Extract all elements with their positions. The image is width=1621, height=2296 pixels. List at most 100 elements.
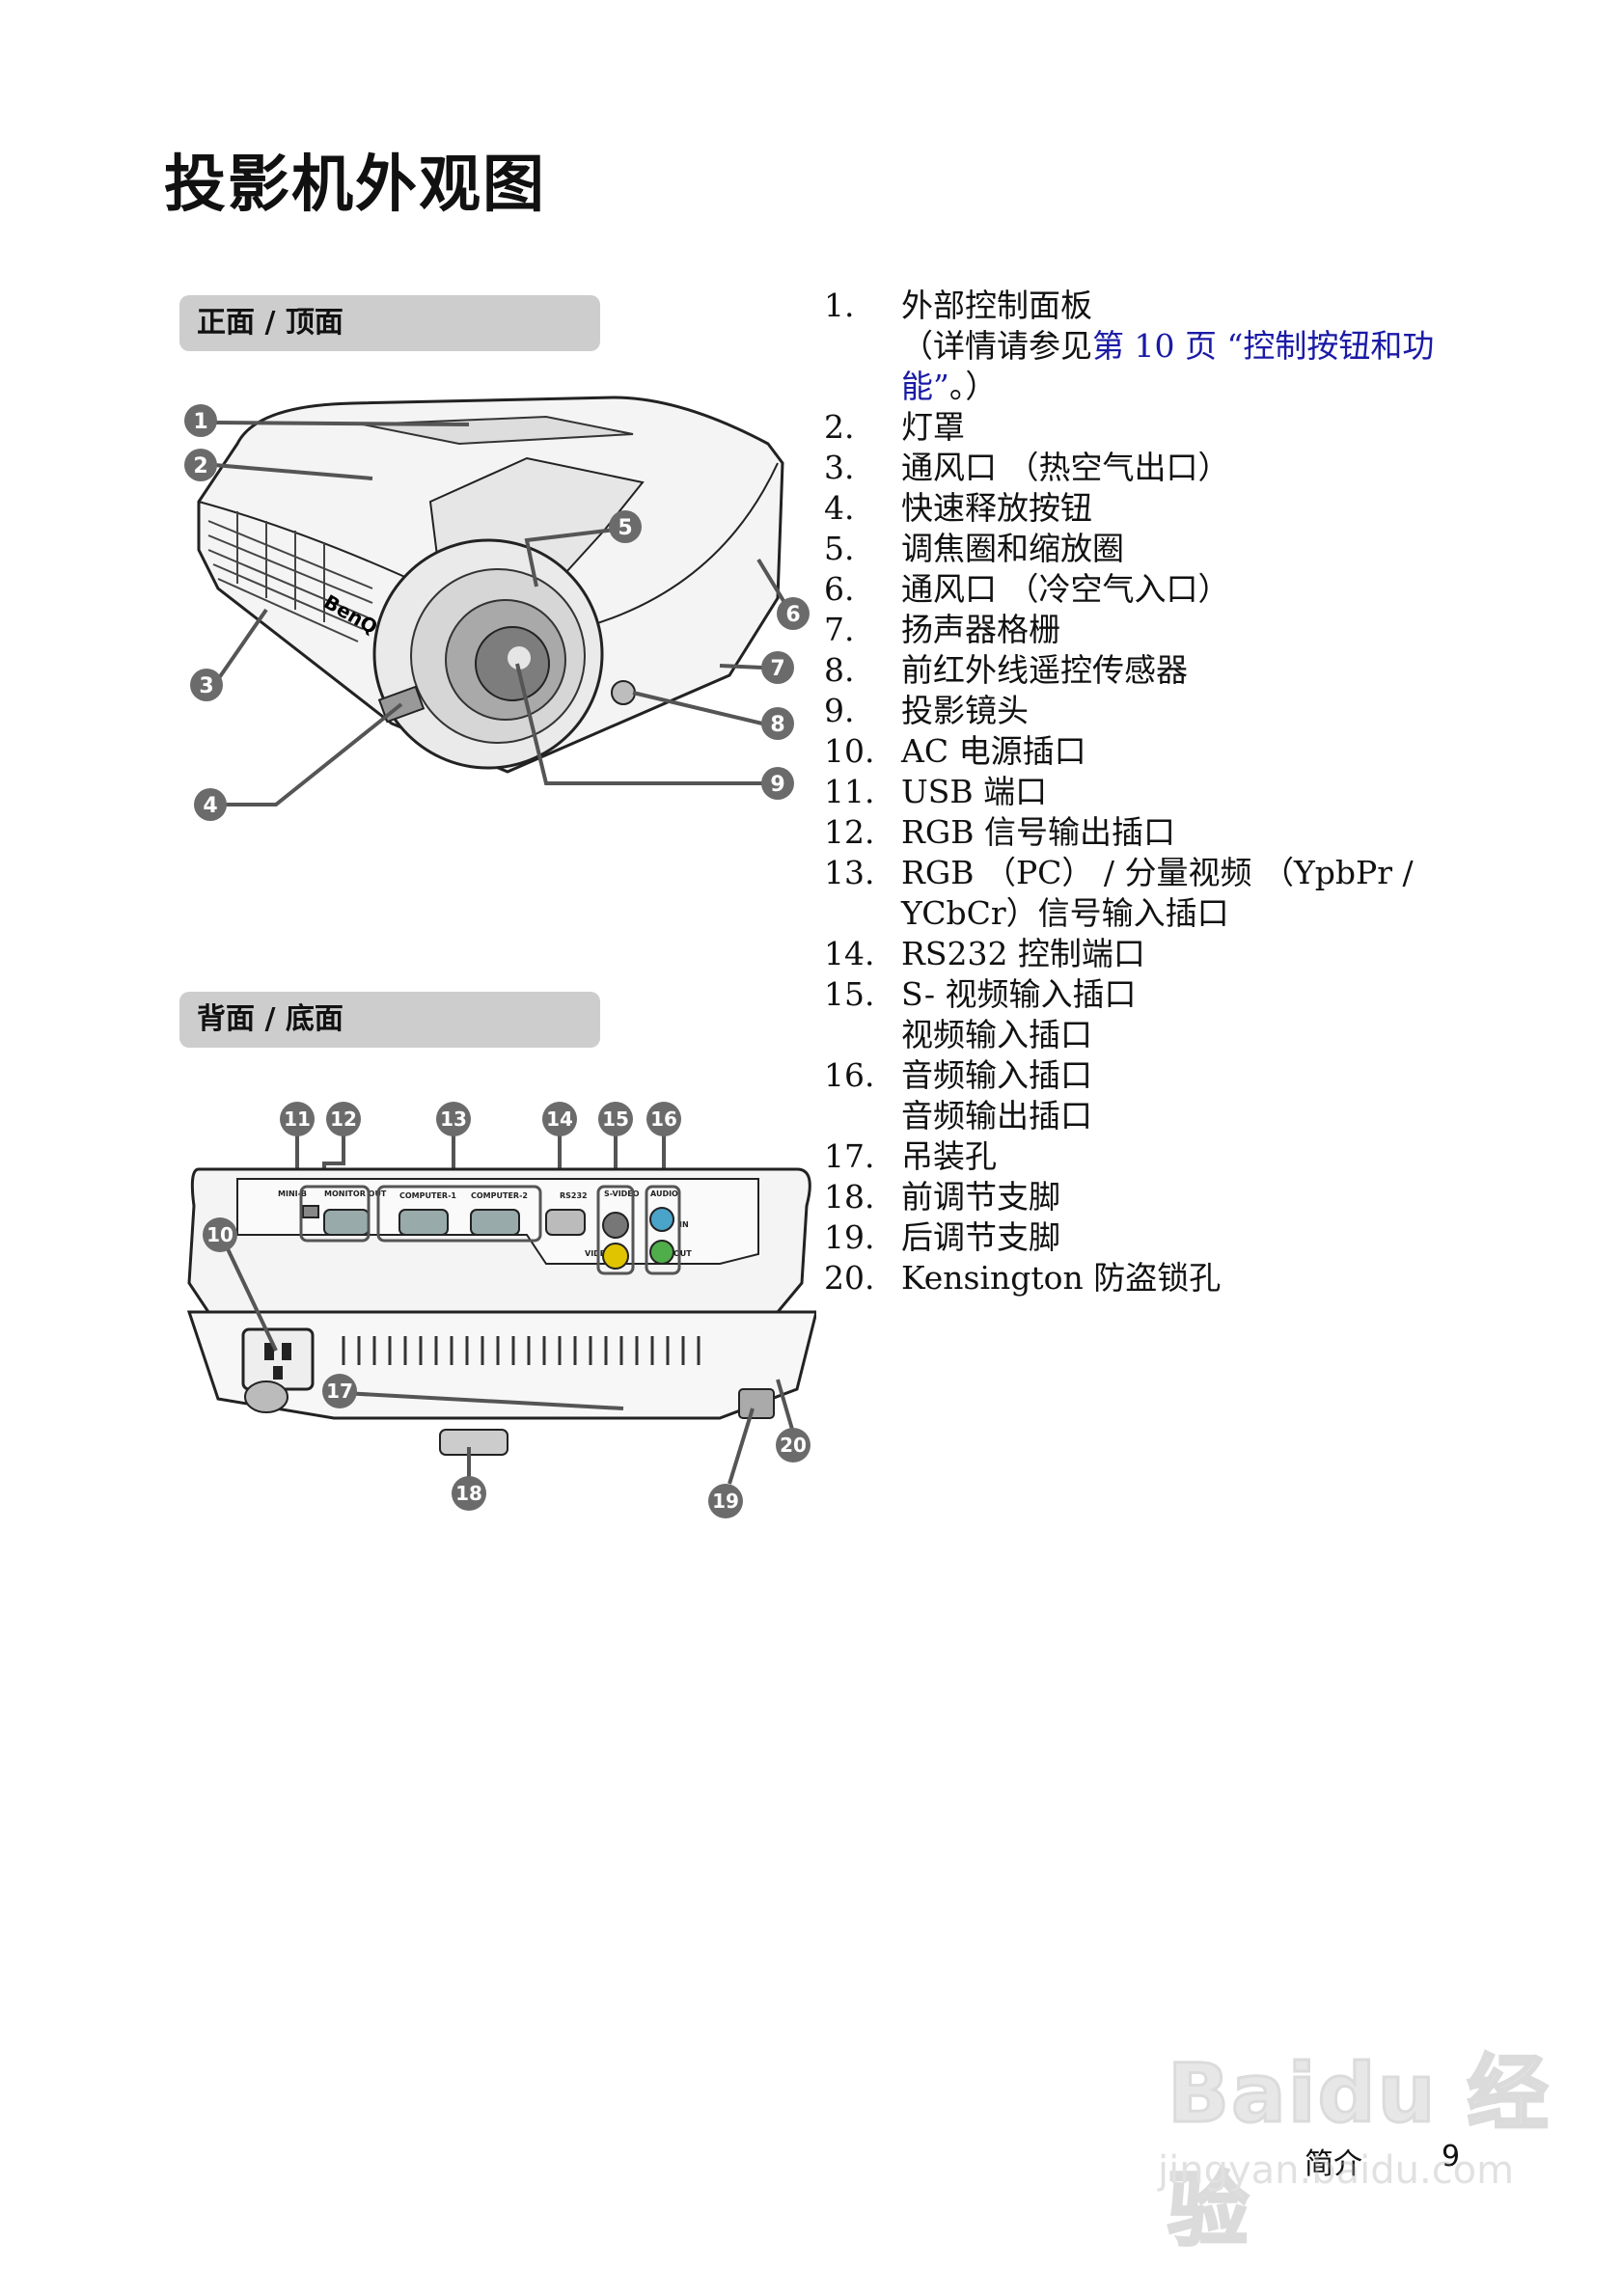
item-text: 投影镜头 — [901, 692, 1029, 729]
callout-11: 11 — [280, 1102, 315, 1136]
port-label-mini-b: MINI-B — [278, 1189, 307, 1198]
svg-text:20: 20 — [780, 1434, 807, 1457]
callout-6: 6 — [777, 597, 810, 630]
footer-page-number: 9 — [1442, 2140, 1461, 2173]
section-front-header: 正面 / 顶面 — [179, 295, 600, 351]
svg-text:2: 2 — [193, 454, 207, 478]
list-item: 14. RS232 控制端口 — [824, 934, 1499, 974]
item-text: 调焦圈和缩放圈 — [901, 530, 1124, 567]
item-number: 1. — [824, 287, 855, 324]
item-number: 4. — [824, 489, 855, 527]
component-list: 1. 外部控制面板 （详情请参见第 10 页 “控制按钮和功能”。） 2.灯罩 … — [824, 286, 1499, 1298]
item-text-line2: 音频输出插口 — [901, 1097, 1092, 1134]
item-number: 9. — [824, 692, 855, 729]
item-number: 19. — [824, 1218, 875, 1256]
port-label-computer-2: COMPUTER-2 — [471, 1191, 528, 1200]
callout-15: 15 — [598, 1102, 633, 1136]
svg-text:13: 13 — [440, 1107, 467, 1131]
svg-text:4: 4 — [203, 794, 217, 818]
port-label-monitor-out: MONITOR OUT — [324, 1189, 387, 1198]
footer-section-label: 简介 — [1305, 2147, 1362, 2181]
item-number: 2. — [824, 408, 855, 446]
item-text: RS232 控制端口 — [901, 935, 1145, 972]
svg-text:15: 15 — [602, 1107, 629, 1131]
item-text-line2: YCbCr）信号输入插口 — [901, 894, 1229, 932]
watermark-brand: Baidu 经验 — [1167, 2045, 1551, 2259]
svg-text:11: 11 — [284, 1107, 311, 1131]
callout-13: 13 — [436, 1102, 471, 1136]
list-item: 2. 灯罩 — [824, 407, 1499, 448]
list-item: 5. 调焦圈和缩放圈 — [824, 529, 1499, 569]
item-number: 14. — [824, 935, 875, 972]
list-item: 12.RGB 信号输出插口 — [824, 812, 1499, 853]
back-view-figure: MINI-B MONITOR OUT COMPUTER-1 COMPUTER-2… — [179, 1090, 816, 1534]
svg-text:5: 5 — [618, 516, 632, 540]
callout-16: 16 — [646, 1102, 681, 1136]
item-number: 18. — [824, 1178, 875, 1216]
item-number: 8. — [824, 651, 855, 689]
item-text-line2: 视频输入插口 — [901, 1016, 1092, 1053]
item-text: 吊装孔 — [901, 1137, 997, 1175]
callout-14: 14 — [542, 1102, 577, 1136]
item-text: Kensington 防盗锁孔 — [901, 1259, 1222, 1297]
list-item: 1. 外部控制面板 （详情请参见第 10 页 “控制按钮和功能”。） — [824, 286, 1499, 407]
callout-8: 8 — [761, 707, 794, 740]
port-label-computer-1: COMPUTER-1 — [399, 1191, 456, 1200]
svg-text:19: 19 — [712, 1490, 739, 1513]
item-text: 前红外线遥控传感器 — [901, 651, 1188, 689]
callout-3: 3 — [190, 669, 223, 701]
callout-2: 2 — [184, 449, 217, 481]
port-label-rs232: RS232 — [560, 1191, 588, 1200]
svg-text:9: 9 — [770, 773, 784, 797]
list-item: 17. 吊装孔 — [824, 1136, 1499, 1177]
item-text: 灯罩 — [901, 408, 965, 446]
front-view-figure: BenQ 1 2 3 4 5 6 7 8 9 — [179, 386, 816, 830]
item-number: 17. — [824, 1137, 875, 1175]
svg-text:10: 10 — [206, 1223, 234, 1246]
item-text: 通风口 （热空气出口） — [901, 449, 1230, 486]
callout-9: 9 — [761, 767, 794, 800]
svg-text:18: 18 — [455, 1482, 482, 1505]
svg-text:17: 17 — [326, 1380, 353, 1403]
callout-20: 20 — [776, 1428, 810, 1462]
callout-7: 7 — [761, 651, 794, 684]
list-item: 4. 快速释放按钮 — [824, 488, 1499, 529]
svg-text:12: 12 — [330, 1107, 357, 1131]
section-back-header: 背面 / 底面 — [179, 992, 600, 1048]
item-text: RGB （PC） / 分量视频 （YpbPr / — [901, 854, 1414, 891]
item-number: 5. — [824, 530, 855, 567]
list-item: 6.通风口 （冷空气入口） — [824, 569, 1499, 610]
item-text: RGB 信号输出插口 — [901, 813, 1175, 851]
callout-4: 4 — [194, 788, 227, 821]
list-item: 16. 音频输入插口音频输出插口 — [824, 1055, 1499, 1136]
callout-1: 1 — [184, 404, 217, 437]
list-item: 7.扬声器格栅 — [824, 610, 1499, 650]
list-item: 19.后调节支脚 — [824, 1217, 1499, 1258]
item-text: AC 电源插口 — [901, 732, 1086, 770]
baidu-watermark: Baidu 经验 jingyan.baidu.com — [1148, 2021, 1553, 2259]
page-reference-link[interactable]: 第 10 页 “控制按钮和功能” — [901, 327, 1435, 405]
svg-text:7: 7 — [770, 657, 784, 681]
item-number: 7. — [824, 611, 855, 648]
callout-5: 5 — [609, 510, 642, 543]
item-number: 10. — [824, 732, 875, 770]
item-text: 外部控制面板 — [901, 287, 1092, 324]
svg-text:14: 14 — [546, 1107, 573, 1131]
list-item: 15. S- 视频输入插口视频输入插口 — [824, 974, 1499, 1055]
list-item: 11. USB 端口 — [824, 772, 1499, 812]
page-title: 投影机外观图 — [164, 150, 546, 221]
svg-text:8: 8 — [770, 713, 784, 737]
item-text: 快速释放按钮 — [901, 489, 1092, 527]
callout-17: 17 — [322, 1374, 357, 1408]
item-number: 20. — [824, 1259, 875, 1297]
svg-text:1: 1 — [193, 410, 207, 434]
item-number: 3. — [824, 449, 855, 486]
list-item: 10. AC 电源插口 — [824, 731, 1499, 772]
port-label-out: OUT — [673, 1249, 692, 1258]
callout-19: 19 — [708, 1484, 743, 1518]
svg-text:6: 6 — [785, 603, 800, 627]
list-item: 20. Kensington 防盗锁孔 — [824, 1258, 1499, 1298]
item-number: 11. — [824, 773, 875, 810]
item-text: USB 端口 — [901, 773, 1048, 810]
callout-10: 10 — [203, 1217, 237, 1252]
